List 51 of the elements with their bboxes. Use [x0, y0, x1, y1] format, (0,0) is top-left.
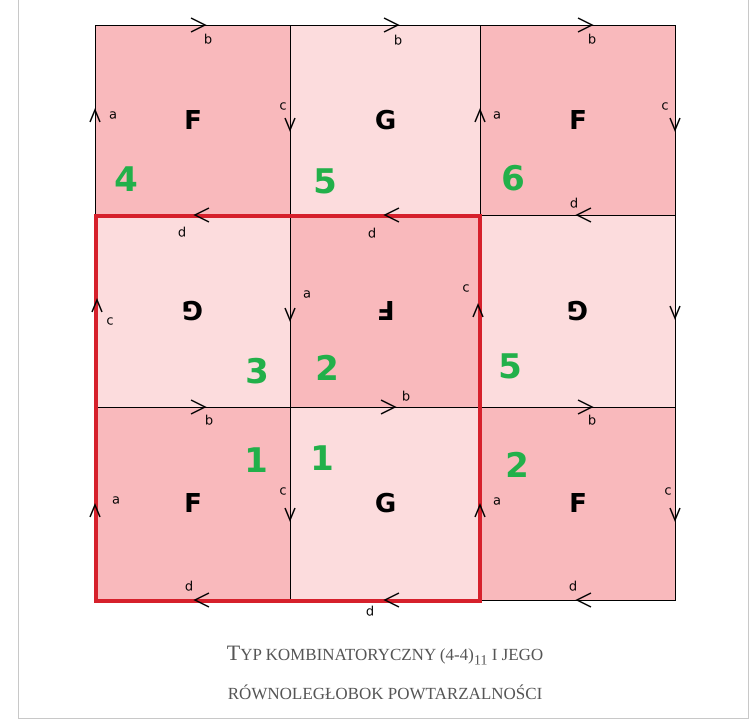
side-label: c	[661, 100, 669, 112]
side-label: c	[462, 282, 470, 294]
side-label: b	[394, 34, 402, 48]
side-label: d	[366, 606, 374, 618]
tile	[95, 407, 291, 601]
tile-number: 1	[310, 442, 334, 476]
tile-letter: Ⅎ	[376, 298, 394, 324]
tile	[480, 215, 676, 408]
tile-letter: G	[374, 108, 396, 134]
side-label: d	[368, 228, 376, 240]
side-label: b	[204, 414, 214, 428]
side-label: a	[112, 494, 120, 506]
side-label: b	[402, 390, 410, 404]
side-label: a	[303, 288, 311, 300]
caption: TYP KOMBINATORYCZNY (4-4)$_{11}$ I JEGO RÓWNOLEGŁOBOK POWTARZALNOŚCI	[226, 639, 544, 706]
side-label: b	[588, 34, 596, 46]
tile-letter: F	[184, 491, 202, 517]
tile	[480, 407, 676, 601]
tile-number: 5	[498, 350, 522, 384]
tile-letter: F	[184, 108, 202, 134]
side-label: c	[279, 100, 287, 112]
tile	[290, 25, 481, 216]
side-label: d	[178, 226, 186, 240]
tile	[95, 215, 291, 408]
tile-number: 3	[245, 355, 269, 389]
side-label: a	[109, 108, 117, 122]
tile-letter: ⅁	[182, 298, 204, 324]
tile-number: 6	[501, 162, 525, 196]
side-label: c	[279, 484, 287, 498]
tile-number: 2	[505, 449, 529, 483]
side-label: a	[493, 108, 501, 122]
tile	[290, 407, 481, 601]
tile-number: 1	[244, 444, 268, 478]
side-label: d	[570, 198, 578, 210]
side-label: c	[106, 314, 114, 328]
side-label: d	[568, 580, 578, 594]
tile-letter: F	[569, 108, 587, 134]
tile-number: 2	[315, 352, 339, 386]
side-label: b	[588, 414, 596, 428]
tile	[480, 25, 676, 216]
tile-letter: G	[374, 491, 396, 517]
tile-number: 4	[114, 163, 138, 197]
side-label: b	[204, 34, 212, 46]
tile-number: 5	[313, 165, 337, 199]
tile-letter: F	[569, 491, 587, 517]
tile-letter: ⅁	[568, 298, 588, 324]
side-label: a	[493, 494, 501, 508]
side-label: c	[664, 484, 672, 498]
tile	[290, 215, 481, 408]
tile	[95, 25, 291, 216]
side-label: d	[184, 580, 194, 594]
